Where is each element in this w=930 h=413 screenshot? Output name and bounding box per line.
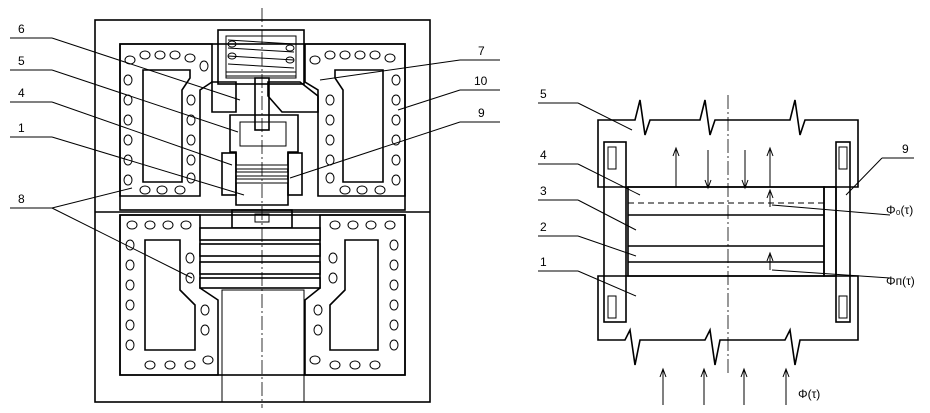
spring-assembly — [217, 29, 305, 85]
label-1: 1 — [18, 121, 25, 135]
leader-lines — [10, 37, 500, 279]
coil-lower-left — [119, 214, 219, 376]
label-r4: 4 — [540, 148, 547, 162]
label-r3: 3 — [540, 184, 547, 198]
label-r5: 5 — [540, 87, 547, 101]
coil-lower-right — [304, 214, 406, 376]
coil-upper-left — [119, 43, 213, 197]
coil-upper-right — [304, 43, 406, 197]
label-r2: 2 — [540, 220, 547, 234]
bottom-magnetic-block — [597, 275, 859, 366]
label-4: 4 — [18, 86, 25, 100]
coil-windings — [123, 50, 401, 370]
right-figure: 5 4 3 2 1 9 Φ₀(τ) Φп(τ) Φ(τ) — [538, 87, 915, 405]
label-9: 9 — [478, 106, 485, 120]
label-7: 7 — [478, 44, 485, 58]
label-6: 6 — [18, 22, 25, 36]
left-figure: 6 5 4 1 8 7 10 9 — [10, 8, 500, 408]
label-10: 10 — [474, 74, 488, 88]
label-r9: 9 — [902, 142, 909, 156]
flux-phi0-label: Φ₀(τ) — [886, 203, 913, 217]
flux-phin-label: Φп(τ) — [886, 274, 915, 288]
top-magnetic-block — [597, 99, 859, 188]
label-r1: 1 — [540, 255, 547, 269]
label-5: 5 — [18, 54, 25, 68]
label-8: 8 — [18, 192, 25, 206]
flux-arrows — [659, 146, 790, 405]
flux-phi-label: Φ(τ) — [798, 387, 820, 401]
